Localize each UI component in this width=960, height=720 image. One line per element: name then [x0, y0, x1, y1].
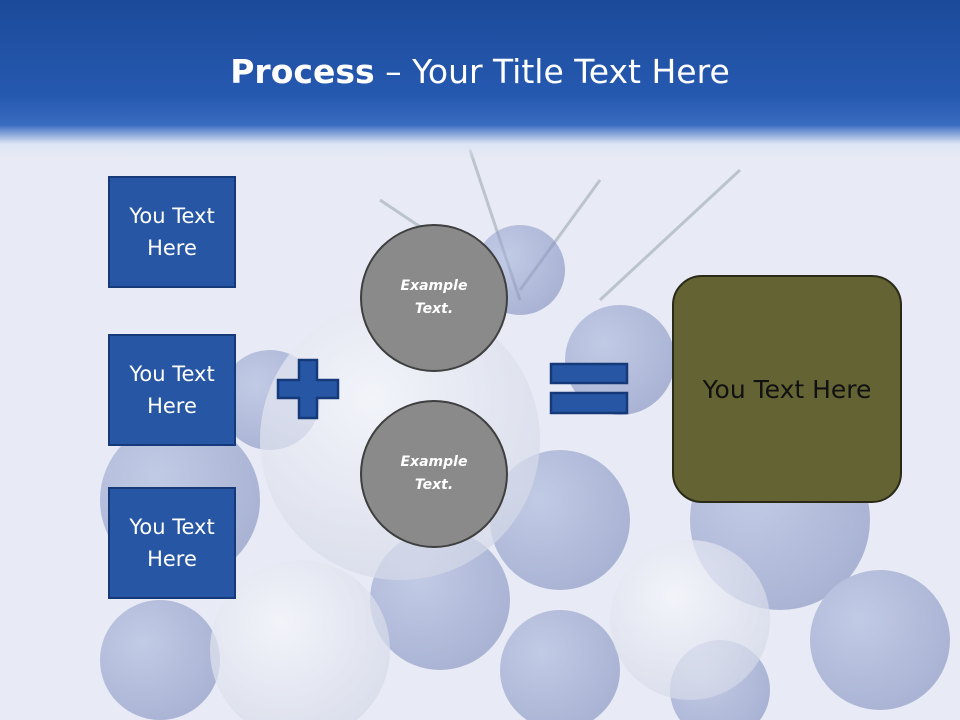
circle-label: Example Text. — [400, 454, 468, 493]
title-rest: – Your Title Text Here — [385, 52, 730, 91]
input-box-label: You Text Here — [129, 515, 215, 571]
title-bold: Process — [230, 52, 375, 91]
example-circle-2[interactable]: Example Text. — [360, 400, 508, 548]
equals-icon — [549, 362, 629, 415]
header-band — [0, 0, 960, 160]
result-label: You Text Here — [702, 374, 872, 404]
input-box-label: You Text Here — [129, 204, 215, 260]
slide-title: Process – Your Title Text Here — [0, 52, 960, 91]
input-box-1[interactable]: You Text Here — [108, 176, 236, 288]
input-box-3[interactable]: You Text Here — [108, 487, 236, 599]
circle-label: Example Text. — [400, 278, 468, 317]
input-box-2[interactable]: You Text Here — [108, 334, 236, 446]
result-box[interactable]: You Text Here — [672, 275, 902, 503]
plus-icon — [276, 358, 340, 420]
input-box-label: You Text Here — [129, 362, 215, 418]
example-circle-1[interactable]: Example Text. — [360, 224, 508, 372]
